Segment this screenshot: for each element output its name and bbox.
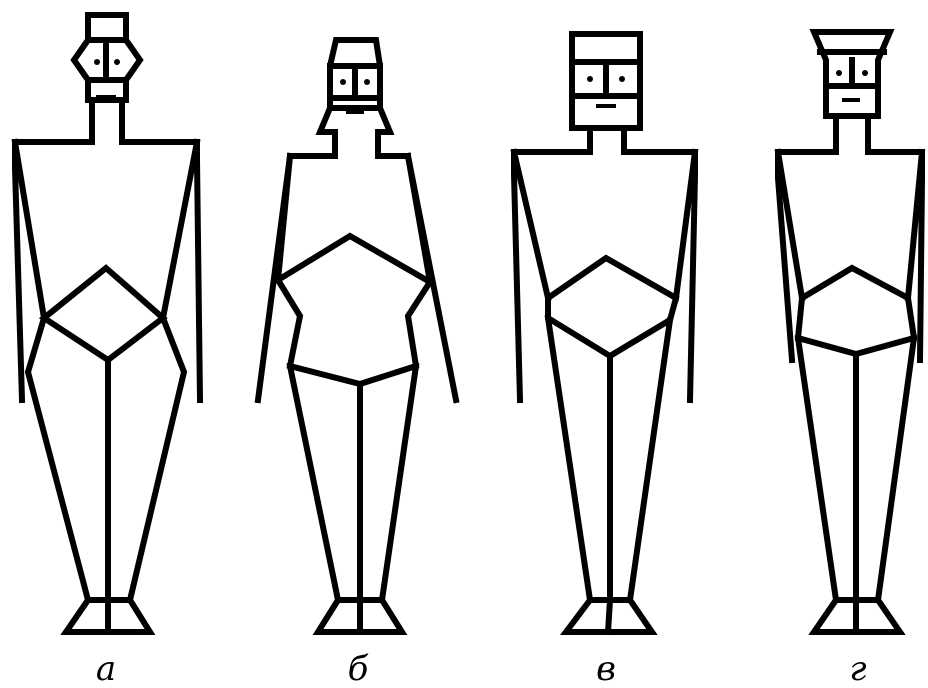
- figure-d-pelvis: [798, 268, 914, 354]
- figure-c-label: в: [596, 649, 616, 688]
- figure-a-legs: [28, 318, 184, 632]
- figure-c-left-arm: [514, 152, 520, 400]
- figure-a-label: а: [96, 649, 116, 688]
- figure-a-neck: [92, 100, 122, 142]
- figure-a: а: [15, 15, 200, 688]
- figure-b-neck: [320, 108, 390, 156]
- figure-d-label: г: [849, 649, 866, 688]
- figure-a-pelvis: [44, 268, 163, 360]
- figure-c-legs: [548, 318, 670, 632]
- figure-c-pelvis: [548, 258, 676, 356]
- figure-d-legs: [798, 338, 914, 632]
- figure-d: г: [778, 32, 922, 688]
- figure-b-legs: [290, 366, 416, 632]
- figure-d-neck: [836, 116, 868, 152]
- figure-a-right-arm: [197, 142, 200, 400]
- figure-d-right-arm: [920, 152, 922, 360]
- figure-b-label: б: [348, 649, 369, 688]
- figure-c-neck: [590, 128, 624, 152]
- figure-b: б: [258, 40, 456, 688]
- figure-b-pelvis: [278, 236, 430, 384]
- figure-a-torso: [15, 142, 197, 318]
- figure-c-torso: [514, 152, 695, 298]
- figure-d-torso: [778, 152, 922, 298]
- figure-c: в: [514, 34, 695, 688]
